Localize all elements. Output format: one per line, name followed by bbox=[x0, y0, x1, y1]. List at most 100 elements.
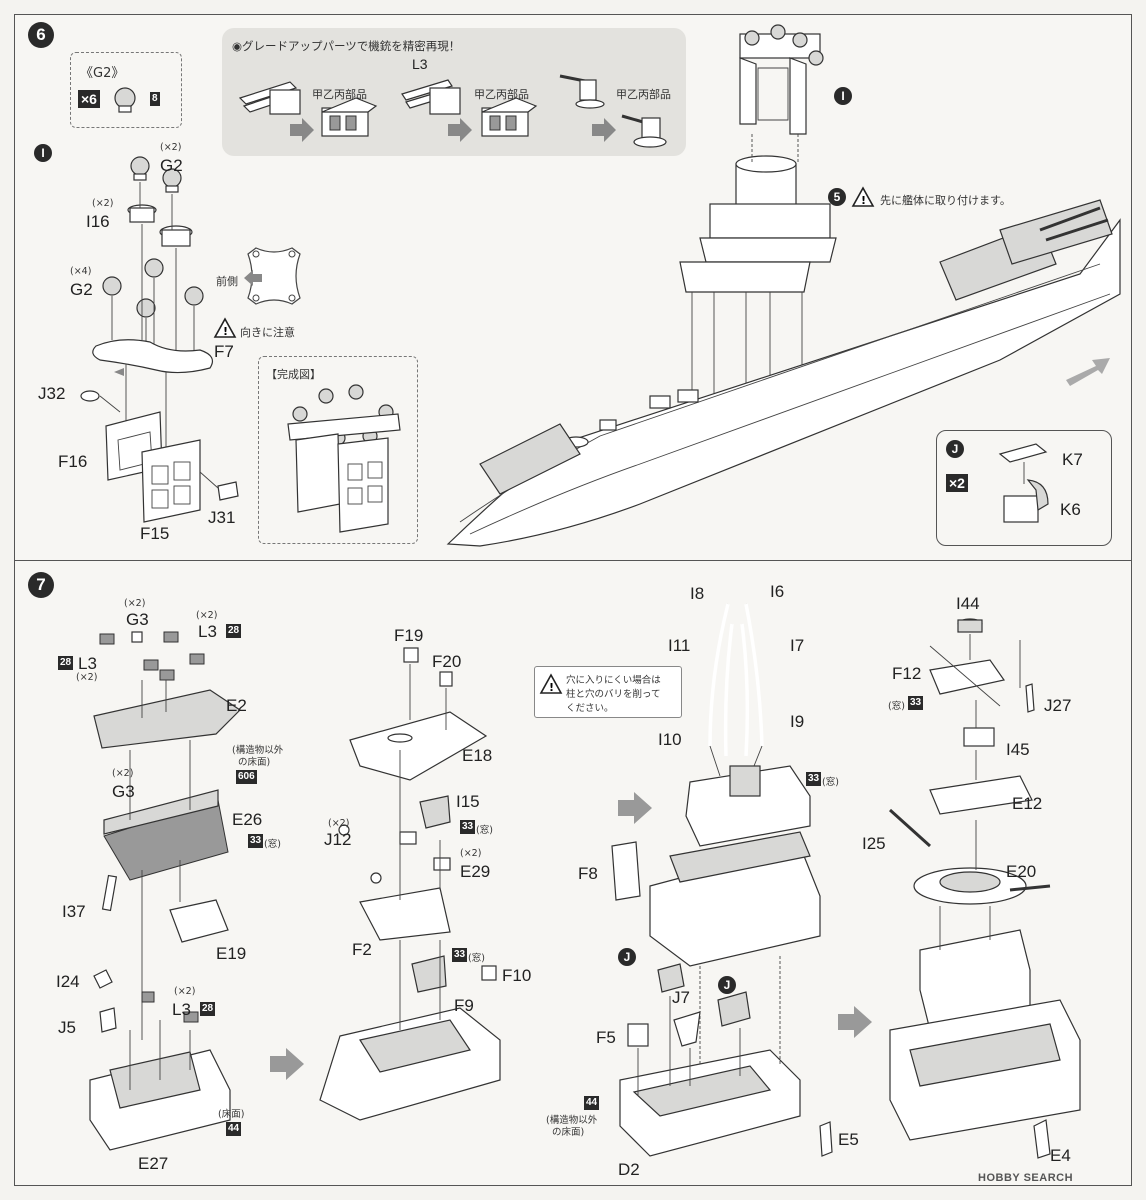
j32-label: J32 bbox=[38, 384, 66, 403]
triple-mount-detailed-1 bbox=[321, 97, 378, 137]
g3b-qty: (×2) bbox=[112, 768, 134, 779]
e18-label: E18 bbox=[462, 746, 493, 765]
e29-qty: (×2) bbox=[460, 848, 482, 859]
bridge-lower-exploded-drawing bbox=[89, 631, 241, 1151]
col3-deck-note-line1: (構造物以外 bbox=[546, 1115, 598, 1126]
ref-28-a: 28 bbox=[226, 624, 242, 638]
k-box-circle-j: J bbox=[946, 440, 964, 458]
e26-label: E26 bbox=[232, 810, 263, 829]
j12-qty: (×2) bbox=[328, 818, 350, 829]
f2-label: F2 bbox=[352, 940, 372, 959]
grade-up-parts-label-3: 甲乙丙部品 bbox=[616, 88, 671, 101]
i25-label: I25 bbox=[862, 834, 886, 853]
triple-mount-detailed-2 bbox=[481, 97, 538, 137]
ref-33-col3: 33 bbox=[806, 772, 822, 786]
e5-label: E5 bbox=[838, 1130, 859, 1149]
g3b-label: G3 bbox=[112, 782, 135, 801]
f12-label: F12 bbox=[892, 664, 922, 683]
k-box-multiplier: ×2 bbox=[946, 474, 968, 492]
step-6-number: 6 bbox=[28, 22, 54, 48]
g2-top-label: G2 bbox=[160, 156, 183, 175]
f7-orientation-diagram bbox=[247, 247, 301, 305]
k6-label: K6 bbox=[1060, 500, 1081, 519]
e4-label: E4 bbox=[1050, 1146, 1071, 1165]
g2-info-box bbox=[70, 52, 182, 128]
i9-label: I9 bbox=[790, 712, 805, 731]
mast-top-exploded-drawing bbox=[80, 156, 239, 523]
l3c-qty: (×2) bbox=[174, 986, 196, 997]
front-label: 前側 bbox=[216, 275, 238, 288]
orientation-note: 向きに注意 bbox=[240, 326, 295, 339]
grade-up-l3-label: L3 bbox=[412, 56, 428, 72]
i11-label: I11 bbox=[668, 636, 691, 655]
i16-qty: (×2) bbox=[92, 198, 114, 209]
bridge-upper-exploded-drawing bbox=[611, 603, 833, 1157]
single-mount-detailed bbox=[621, 114, 667, 148]
g2-left-qty: (×4) bbox=[70, 266, 92, 277]
j12-label: J12 bbox=[324, 830, 352, 849]
next-arrow-icon bbox=[838, 1006, 872, 1038]
grade-up-illustrations bbox=[238, 74, 667, 148]
f16-label: F16 bbox=[58, 452, 88, 471]
window-note-col4: (窓) bbox=[888, 701, 905, 712]
j27-label: J27 bbox=[1044, 696, 1072, 715]
arrow-icon bbox=[592, 118, 616, 142]
warning-icon: ! bbox=[213, 317, 237, 338]
window-note-col2: (窓) bbox=[476, 825, 493, 836]
e27-label: E27 bbox=[138, 1154, 169, 1173]
k-parts-drawing bbox=[998, 443, 1049, 523]
svg-text:!: ! bbox=[861, 194, 866, 207]
l3c-label: L3 bbox=[172, 1000, 191, 1019]
i37-label: I37 bbox=[62, 902, 86, 921]
g3-qty: (×2) bbox=[124, 598, 146, 609]
i10-label: I10 bbox=[658, 730, 682, 749]
i8-label: I8 bbox=[690, 584, 705, 603]
col3-deck-note-line2: の床面) bbox=[552, 1127, 585, 1138]
floor-note: (床面) bbox=[218, 1109, 245, 1120]
col3-circle-j: J bbox=[618, 948, 636, 966]
step-7-number: 7 bbox=[28, 572, 54, 598]
ref-28-c: 28 bbox=[200, 1002, 216, 1016]
ref-33-col4: 33 bbox=[908, 696, 924, 710]
grade-up-parts-label-1: 甲乙丙部品 bbox=[312, 88, 367, 101]
bridge-top-completed-drawing bbox=[888, 618, 1081, 1159]
f9-label: F9 bbox=[454, 996, 474, 1015]
ref-606: 606 bbox=[236, 770, 257, 784]
e12-label: E12 bbox=[1012, 794, 1043, 813]
front-arrow-icon bbox=[244, 270, 262, 286]
deck-note-line2: の床面) bbox=[238, 757, 271, 768]
arrow-icon bbox=[290, 118, 314, 142]
g2-top-qty: (×2) bbox=[160, 142, 182, 153]
ref-28-b: 28 bbox=[58, 656, 74, 670]
g2-ref-number: 8 bbox=[150, 92, 160, 106]
k7-label: K7 bbox=[1062, 450, 1083, 469]
ref-44-col3: 44 bbox=[584, 1096, 600, 1110]
attach-step-5: 5 bbox=[828, 188, 846, 206]
f19-label: F19 bbox=[394, 626, 424, 645]
next-arrow-icon bbox=[618, 792, 652, 824]
l3-right-label: L3 bbox=[198, 622, 217, 641]
f8-label: F8 bbox=[578, 864, 598, 883]
j31-label: J31 bbox=[208, 508, 236, 527]
g2-multiplier: ×6 bbox=[78, 90, 100, 108]
svg-text:!: ! bbox=[549, 681, 554, 694]
i24-label: I24 bbox=[56, 972, 80, 991]
e2-label: E2 bbox=[226, 696, 247, 715]
e20-label: E20 bbox=[1006, 862, 1037, 881]
g2-box-title: 《G2》 bbox=[80, 66, 125, 81]
completed-mast-drawing bbox=[287, 384, 401, 533]
window-note-col1: (窓) bbox=[264, 839, 281, 850]
next-arrow-icon bbox=[270, 1048, 304, 1080]
f10-label: F10 bbox=[502, 966, 532, 985]
i44-label: I44 bbox=[956, 594, 980, 613]
triple-mount-simple-1 bbox=[238, 81, 301, 115]
triple-mount-simple-2 bbox=[401, 79, 461, 115]
g2-part-icon bbox=[114, 87, 136, 113]
l3-left-label: L3 bbox=[78, 654, 97, 673]
i16-label: I16 bbox=[86, 212, 110, 231]
mast-circle-i: I bbox=[834, 87, 852, 105]
j5-label: J5 bbox=[58, 1018, 76, 1037]
arrow-icon bbox=[448, 118, 472, 142]
grade-up-note: ◉グレードアップパーツで機銃を精密再現！ bbox=[232, 39, 461, 53]
completed-view-box bbox=[258, 356, 418, 544]
